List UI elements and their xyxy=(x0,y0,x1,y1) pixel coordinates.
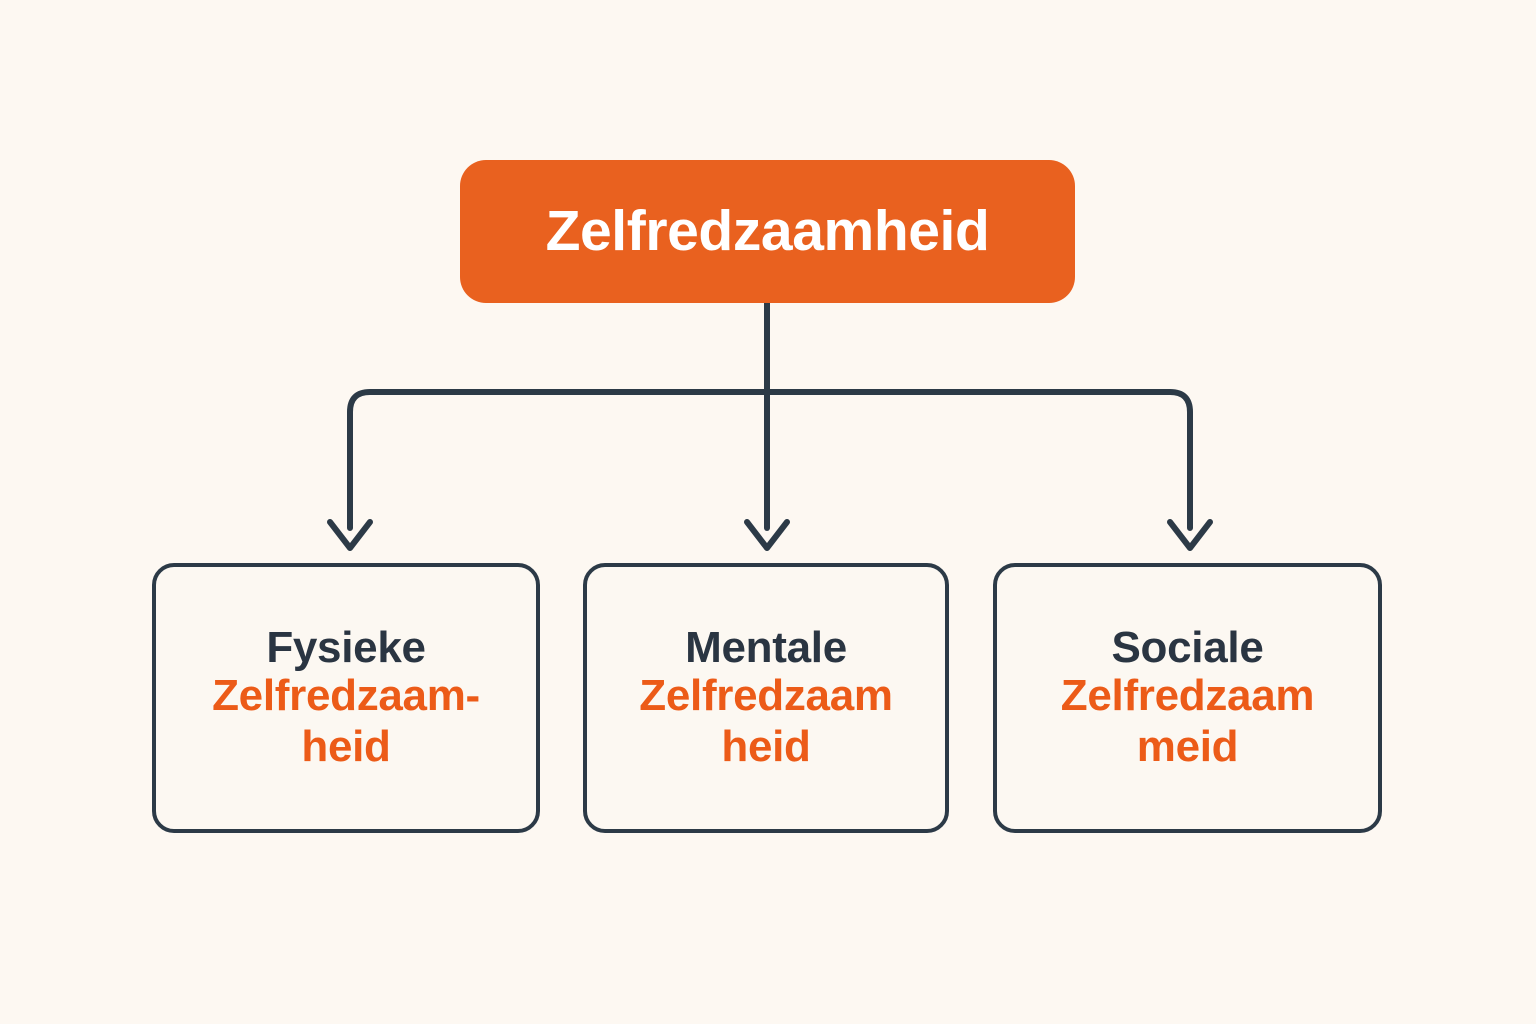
arrowhead-icon-right xyxy=(1167,519,1213,551)
child-node-title: Sociale xyxy=(1111,622,1264,672)
child-node-title: Fysieke xyxy=(266,622,426,672)
arrowhead-icon-center xyxy=(744,519,790,551)
connector-bus-right xyxy=(347,389,770,531)
child-node-subtitle: Zelfredzaam heid xyxy=(639,671,893,771)
child-node-mentale[interactable]: Mentale Zelfredzaam heid xyxy=(583,563,949,833)
root-node-zelfredzaamheid[interactable]: Zelfredzaamheid xyxy=(460,160,1075,303)
child-node-sociale[interactable]: Sociale Zelfredzaam meid xyxy=(993,563,1382,833)
connector-bus-left xyxy=(764,389,1193,531)
child-node-title: Mentale xyxy=(685,622,847,672)
arrowhead-icon-left xyxy=(327,519,373,551)
child-node-fysieke[interactable]: Fysieke Zelfredzaam- heid xyxy=(152,563,540,833)
child-node-subtitle: Zelfredzaam- heid xyxy=(212,671,480,771)
root-node-label: Zelfredzaamheid xyxy=(545,199,990,263)
child-node-subtitle: Zelfredzaam meid xyxy=(1060,671,1315,771)
